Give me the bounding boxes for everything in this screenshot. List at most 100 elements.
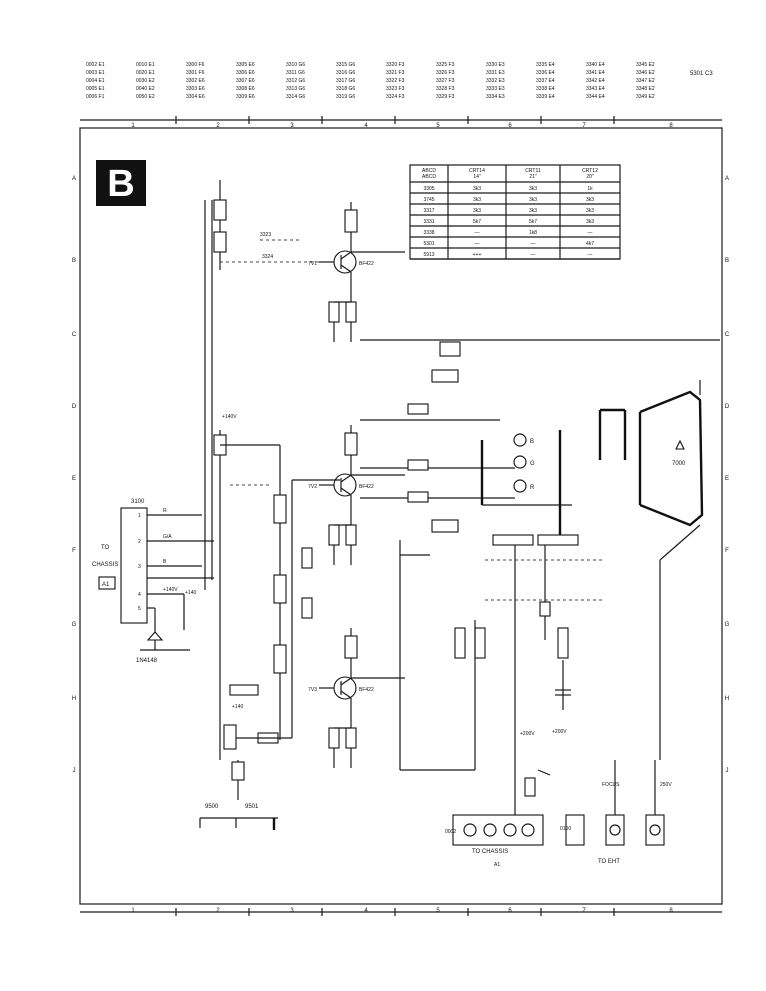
- row-marker-right: B: [725, 258, 729, 264]
- index-entry: 3337 E4: [536, 78, 555, 84]
- row-marker-left: C: [72, 332, 77, 338]
- index-entry: 0003 E1: [86, 70, 105, 76]
- connector-pin-signal: R: [163, 508, 167, 514]
- left-wiring: 1N4148 +140: [136, 200, 214, 664]
- table-cell: —: [588, 252, 593, 258]
- connector-pin-number: 2: [138, 539, 141, 545]
- index-entry: 3315 G6: [336, 62, 355, 68]
- column-marker: 1: [131, 123, 135, 129]
- row-marker-left: E: [72, 476, 76, 482]
- connector-left-sub: A1: [102, 582, 110, 588]
- table-cell: —: [531, 252, 536, 258]
- column-marker-bottom: 8: [669, 908, 673, 914]
- column-marker-bottom: 6: [508, 908, 512, 914]
- connector-bottom: 0002 TO CHASSIS A1: [445, 814, 544, 868]
- connector-left-label-1: TO: [101, 545, 110, 551]
- table-cell: 5k7: [473, 219, 481, 225]
- table-cell: 5301: [423, 241, 434, 247]
- index-entry: 3347 E2: [636, 78, 655, 84]
- column-marker: 8: [669, 123, 673, 129]
- column-marker-bottom: 1: [131, 908, 135, 914]
- index-entry: 3346 E2: [636, 70, 655, 76]
- column-marker: 7: [582, 123, 586, 129]
- row-marker-right: H: [725, 696, 729, 702]
- index-entry: 3311 G6: [286, 70, 305, 76]
- output-r: R: [530, 485, 535, 491]
- index-entry: 3331 E3: [486, 70, 505, 76]
- svg-text:+140: +140: [185, 590, 196, 596]
- connector-bottom-label: TO CHASSIS: [472, 849, 508, 855]
- transistor-ref: 7V3: [308, 687, 317, 693]
- index-entry: 3307 E6: [236, 78, 255, 84]
- index-entry: 3343 E4: [586, 86, 605, 92]
- table-header-cell: 14": [473, 174, 481, 180]
- column-marker: 2: [216, 123, 220, 129]
- table-header-cell: ABCD: [422, 174, 436, 180]
- connector-pin-number: 1: [138, 513, 141, 519]
- row-marker-right: F: [725, 548, 729, 554]
- index-entry: 3313 G6: [286, 86, 305, 92]
- connector-pin-number: 5: [138, 606, 141, 612]
- table-header-cell: 20": [586, 174, 594, 180]
- column-marker: 4: [364, 123, 368, 129]
- row-marker-right: D: [725, 404, 730, 410]
- index-entry: 3345 E2: [636, 62, 655, 68]
- index-entry: 3318 G6: [336, 86, 355, 92]
- column-marker-bottom: 2: [216, 908, 220, 914]
- row-marker-right: J: [726, 768, 729, 774]
- table-cell: 3k3: [586, 208, 594, 214]
- index-entry: 3344 E4: [586, 94, 605, 100]
- table-cell: 5913: [423, 252, 434, 258]
- sheet-badge-letter: B: [107, 163, 134, 205]
- gnd-ref-a: 9500: [205, 804, 219, 810]
- supply-rail-top-left: 3323 3324: [213, 180, 320, 270]
- row-marker-left: J: [73, 768, 76, 774]
- table-cell: 3k3: [473, 208, 481, 214]
- table-cell: 3k3: [529, 197, 537, 203]
- connector-pin-signal: B: [163, 559, 167, 565]
- index-entry: 3334 E3: [486, 94, 505, 100]
- focus-label: FOCUS: [602, 782, 620, 788]
- table-cell: 3745: [423, 197, 434, 203]
- index-entry: 3309 E6: [236, 94, 255, 100]
- transistor-ref: 7V2: [308, 484, 317, 490]
- row-marker-left: G: [72, 622, 77, 628]
- table-header-cell: ABCD: [422, 168, 436, 174]
- table-cell: 3317: [423, 208, 434, 214]
- row-marker-right: A: [725, 176, 729, 182]
- index-entry: 3305 E6: [236, 62, 255, 68]
- column-marker: 6: [508, 123, 512, 129]
- index-entry: 3308 E6: [236, 86, 255, 92]
- crt-ref: 7000: [672, 461, 686, 467]
- index-entry: 3320 F3: [386, 62, 405, 68]
- gnd-ref-b: 9501: [245, 804, 259, 810]
- table-cell: 3k3: [473, 186, 481, 192]
- index-entry: 3335 E4: [536, 62, 555, 68]
- index-entry: 3306 E6: [236, 70, 255, 76]
- index-entry: 3333 E3: [486, 86, 505, 92]
- index-entry: 3340 E4: [586, 62, 605, 68]
- connector-pin-signal: G/A: [163, 534, 172, 540]
- index-entry: 0020 E1: [136, 70, 155, 76]
- row-marker-left: D: [72, 404, 77, 410]
- index-entry: 3332 E3: [486, 78, 505, 84]
- svg-text:3324: 3324: [262, 254, 273, 260]
- connector-bottom-ref: 0002: [445, 829, 456, 835]
- column-marker-bottom: 5: [436, 908, 440, 914]
- component-index-extra: 5301 C3: [690, 71, 713, 77]
- transistor-type: BF422: [359, 687, 374, 693]
- row-marker-right: G: [725, 622, 730, 628]
- index-entry: 3323 F3: [386, 86, 405, 92]
- table-cell: 3338: [423, 230, 434, 236]
- column-marker: 3: [290, 123, 294, 129]
- index-entry: 0010 E1: [136, 62, 155, 68]
- table-cell: 1k: [587, 186, 593, 192]
- index-entry: 3319 G6: [336, 94, 355, 100]
- row-marker-left: B: [72, 258, 76, 264]
- table-cell: 3k3: [529, 186, 537, 192]
- index-entry: 3325 F3: [436, 62, 455, 68]
